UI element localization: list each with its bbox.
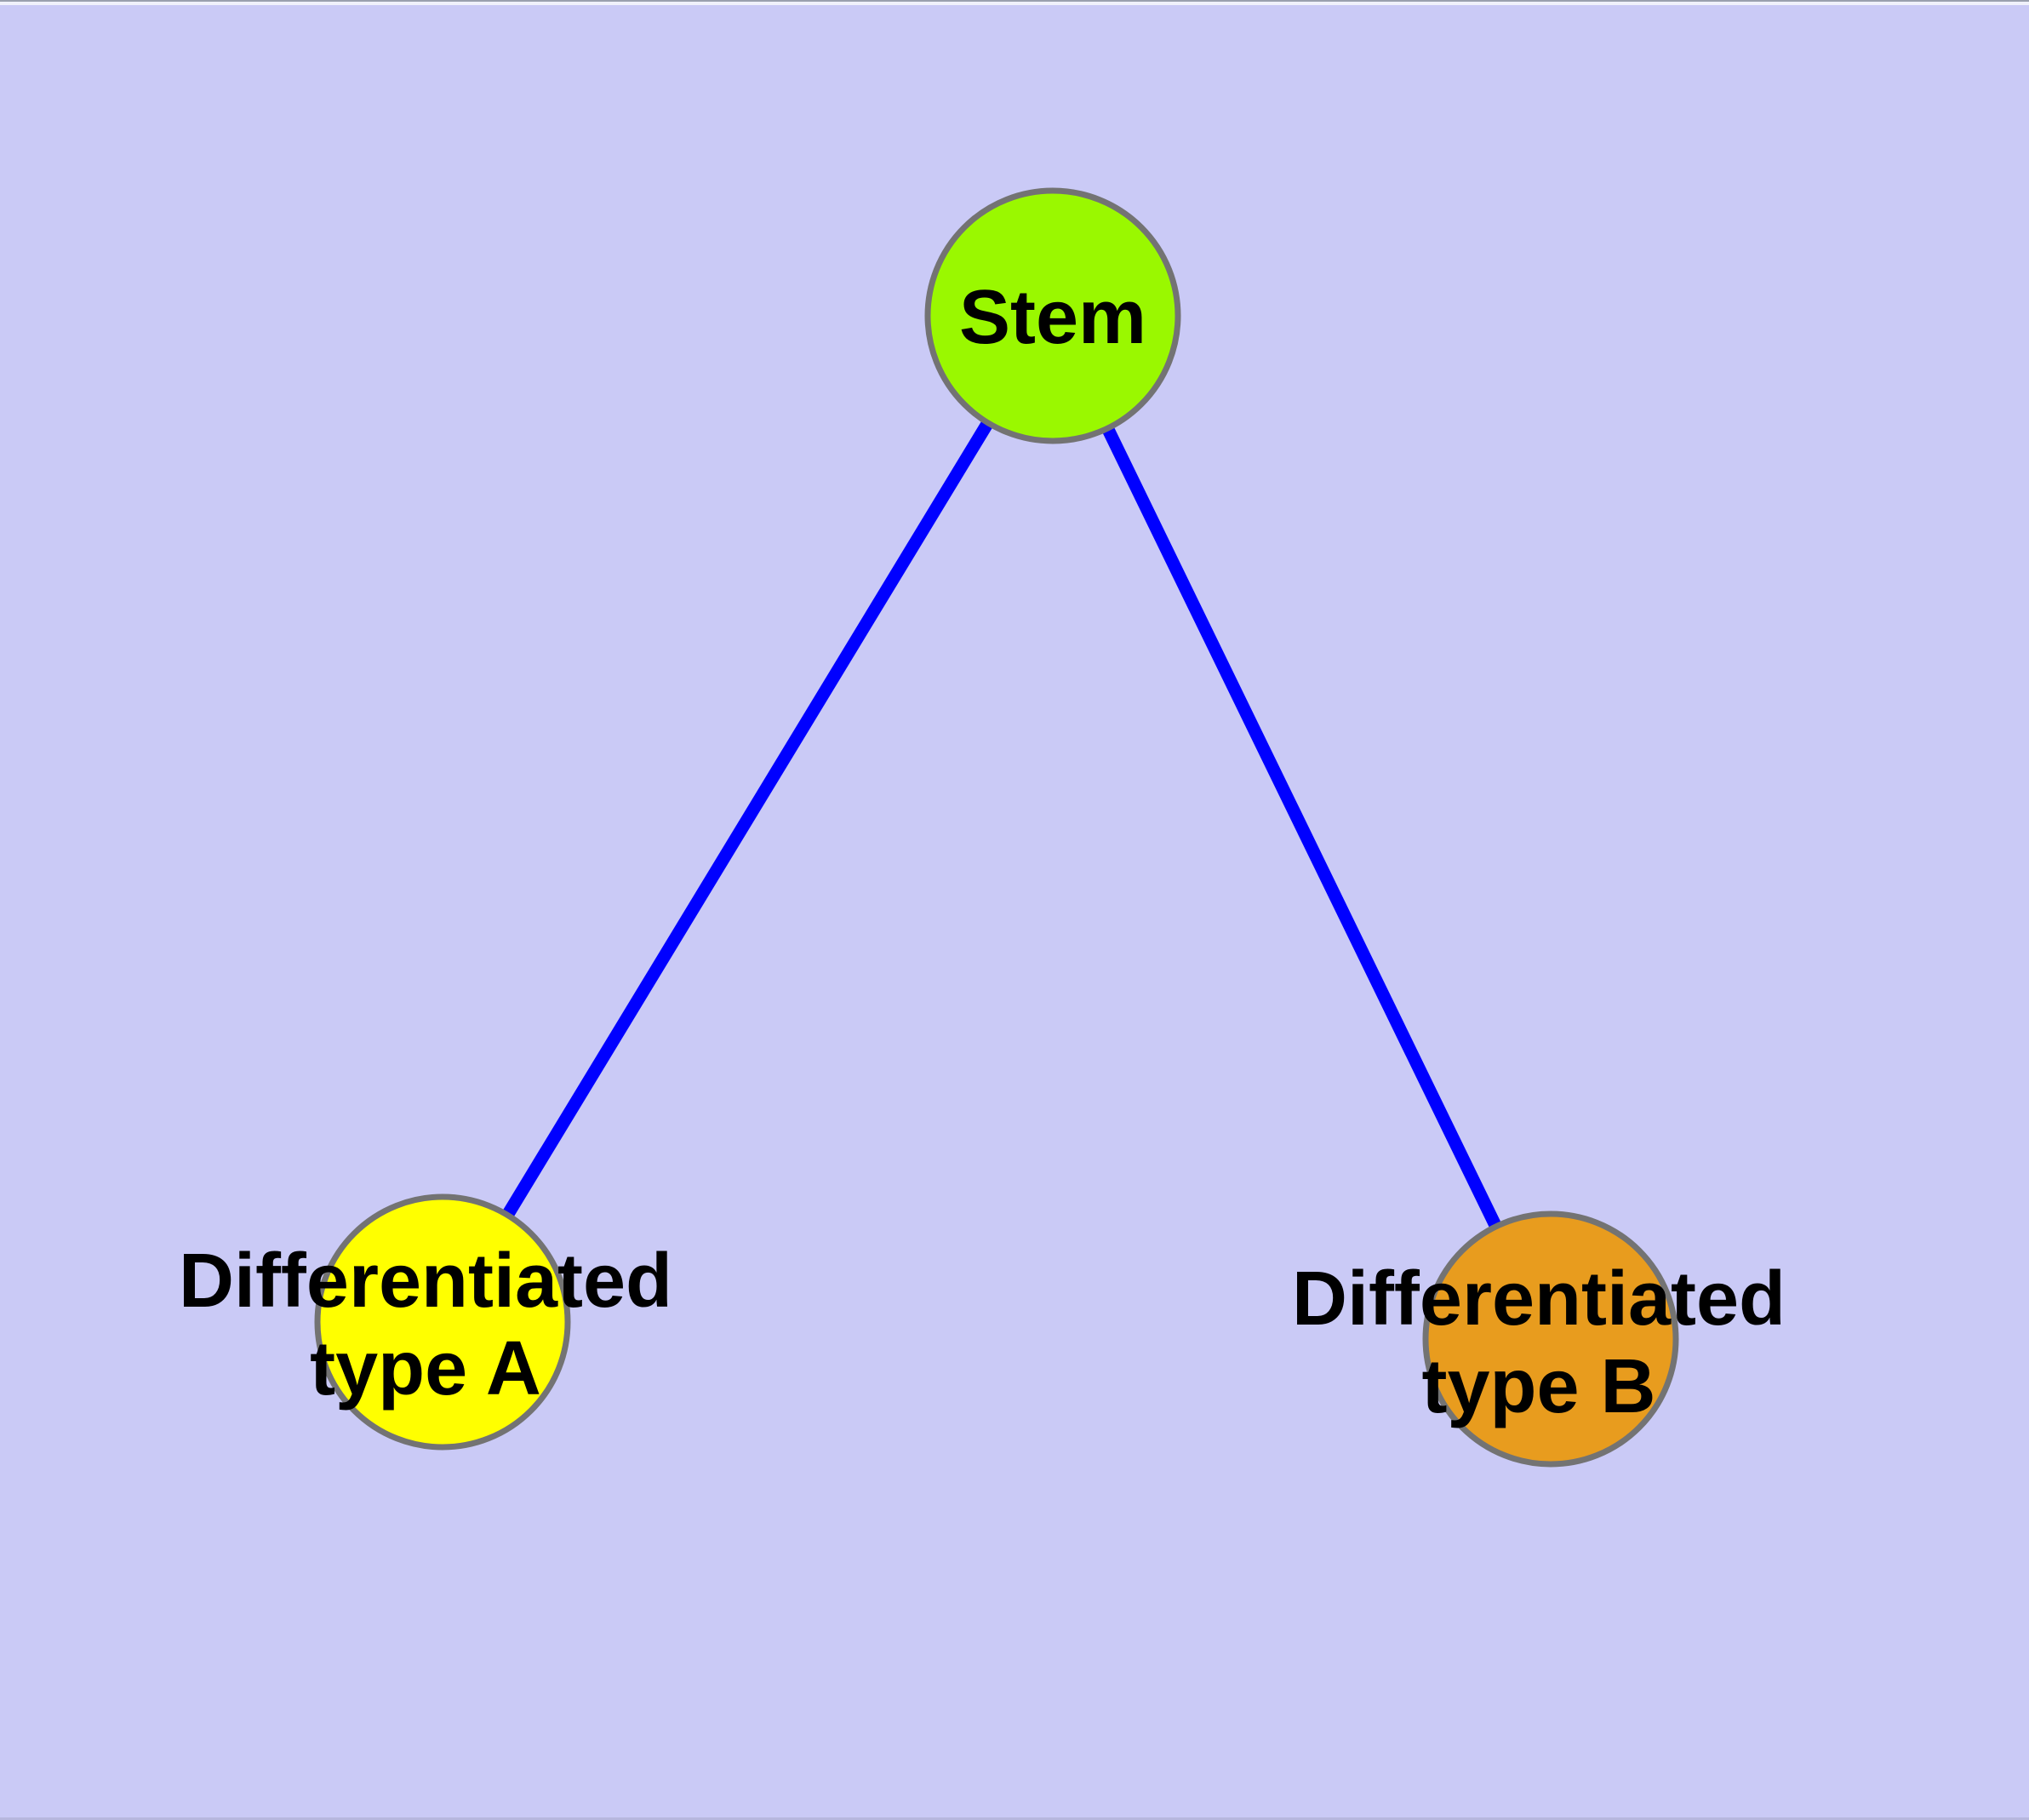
node-type-b-label-line2: type B <box>1421 1344 1655 1429</box>
edge-stem-to-type-a <box>437 312 1059 1325</box>
node-stem-label: Stem <box>959 275 1146 360</box>
node-type-a-label-line2: type A <box>310 1326 541 1411</box>
edge-stem-to-type-b <box>1047 312 1557 1342</box>
window-top-strip <box>0 0 2029 5</box>
node-stem <box>924 187 1181 444</box>
node-type-a-label-line1: Differentiated <box>179 1239 672 1324</box>
node-differentiated-type-a <box>314 1193 571 1451</box>
node-differentiated-type-b <box>1422 1210 1679 1468</box>
node-type-b-label-line1: Differentiated <box>1292 1256 1786 1342</box>
window-top-line <box>0 0 2029 2</box>
window-bottom-line <box>0 1817 2029 1820</box>
